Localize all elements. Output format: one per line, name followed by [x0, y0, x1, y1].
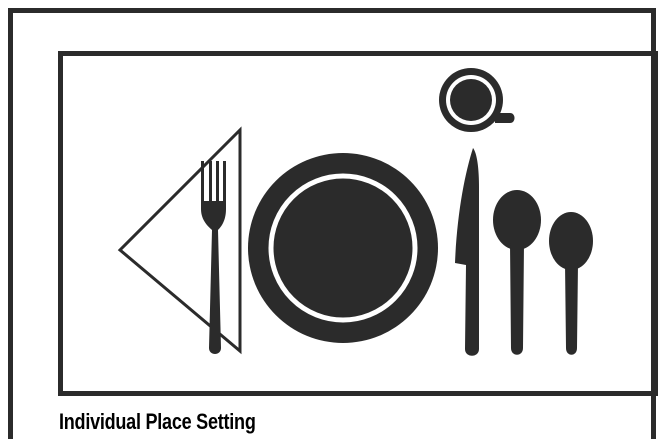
figure-caption: Individual Place Setting: [59, 409, 256, 435]
teaspoon-icon: [493, 190, 541, 355]
dinner-plate-icon: [248, 153, 438, 343]
knife-icon: [455, 148, 479, 356]
fork-icon: [201, 161, 226, 354]
napkin-icon: [120, 130, 240, 351]
soup-spoon-icon: [549, 212, 593, 355]
place-setting-illustration: [58, 51, 658, 396]
coffee-cup-icon: [439, 68, 515, 132]
figure-frame: Individual Place Setting: [8, 8, 656, 439]
